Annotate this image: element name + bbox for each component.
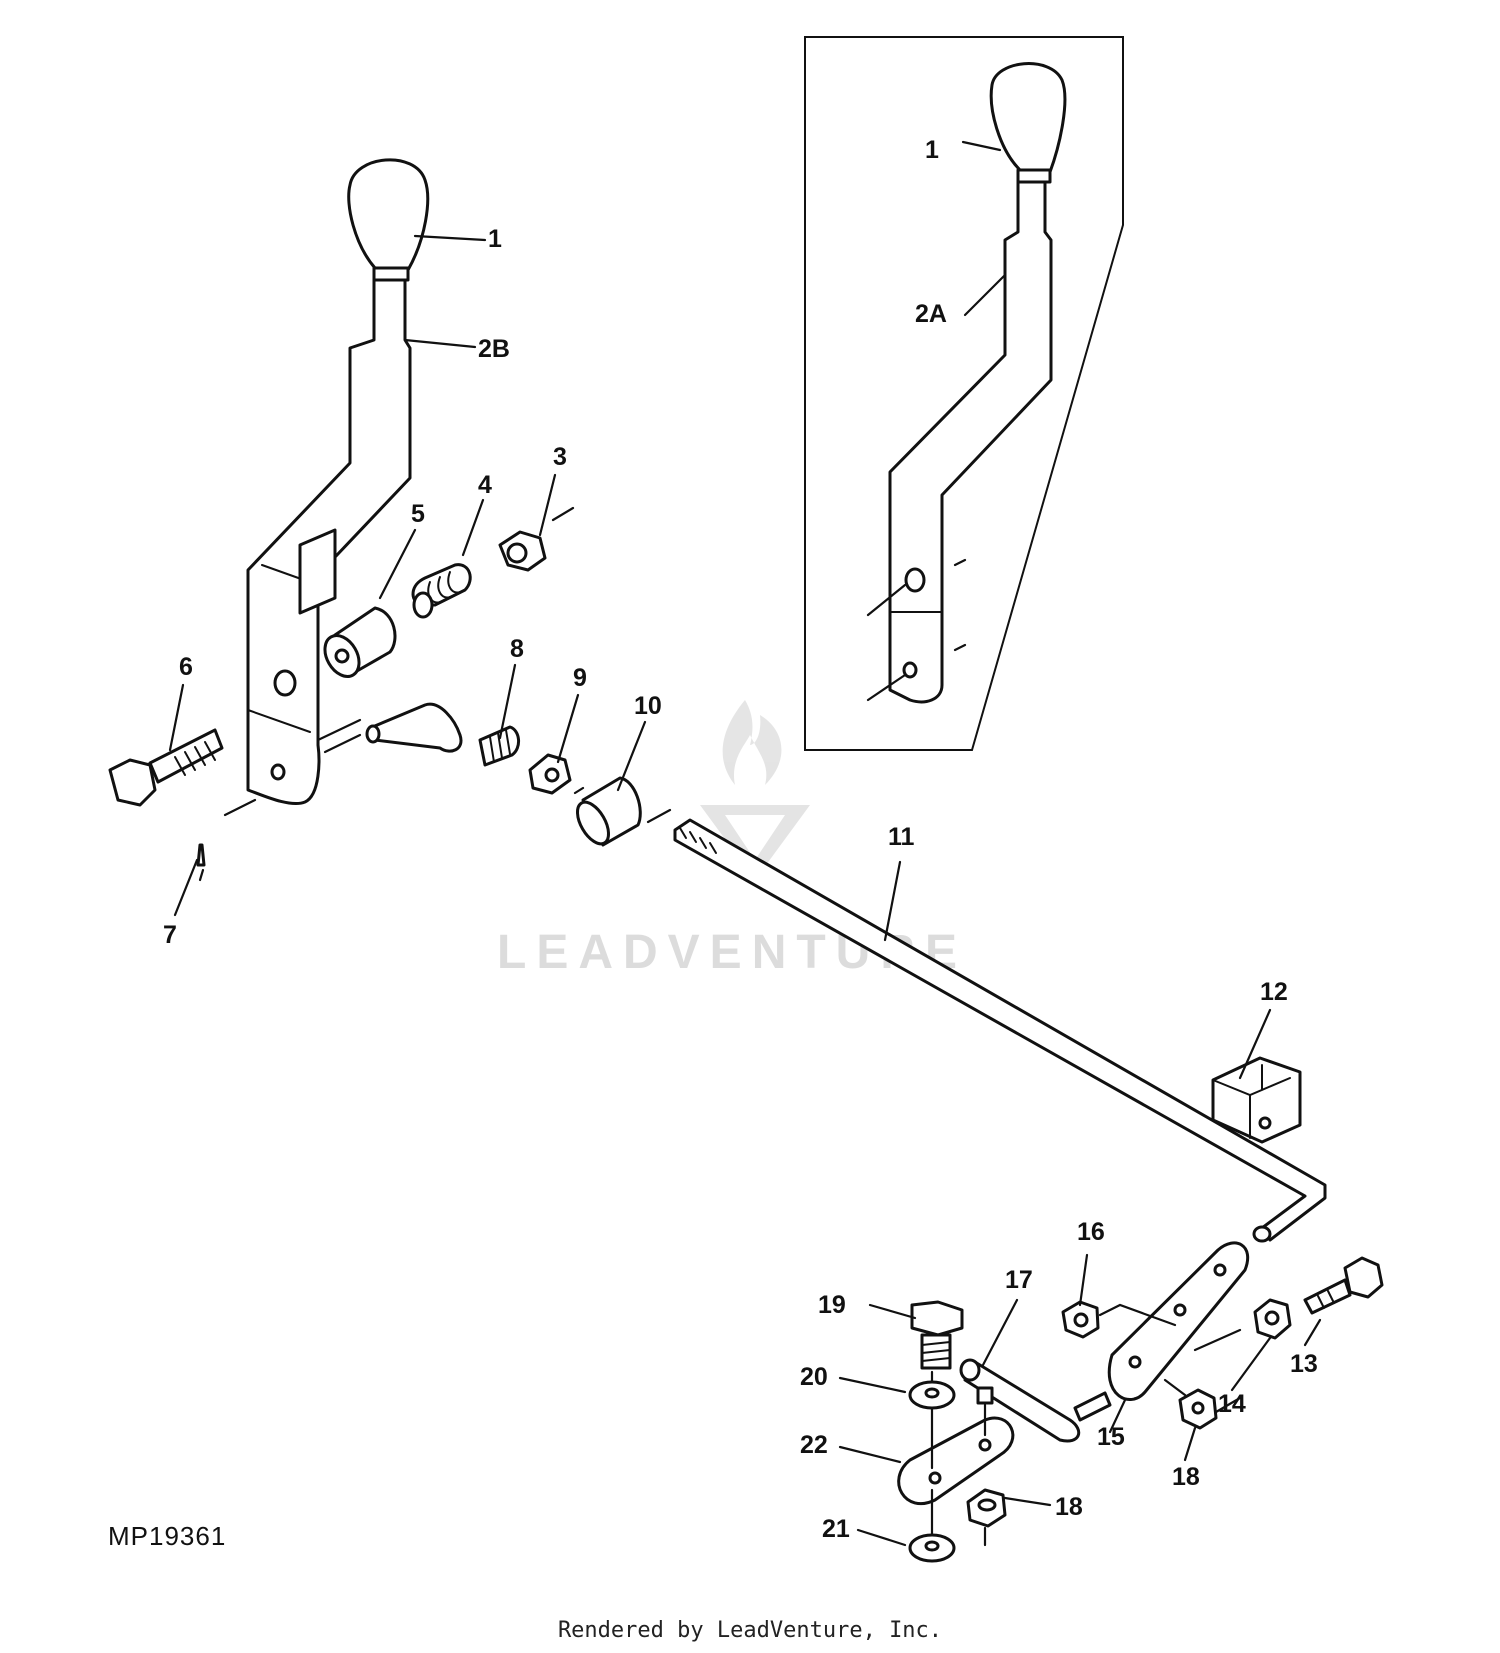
part-19-bolt <box>910 1300 964 1370</box>
callout-21: 21 <box>822 1515 850 1543</box>
lever-2A <box>888 180 1053 704</box>
part-6-bolt <box>108 728 224 807</box>
callout-16: 16 <box>1077 1218 1105 1246</box>
main-lever-assembly <box>246 158 430 805</box>
callout-2B: 2B <box>478 335 510 363</box>
knob-main <box>347 158 430 272</box>
callout-12: 12 <box>1260 978 1288 1006</box>
callout-1-inset: 1 <box>925 136 939 164</box>
part-16-nut <box>1061 1300 1100 1339</box>
inset-leader-upper <box>866 583 907 617</box>
inset-knob-collar <box>1016 168 1052 184</box>
callout-2A: 2A <box>915 300 947 328</box>
part-17-pin <box>959 1358 1112 1443</box>
part-15-link <box>1107 1241 1250 1401</box>
callout-13: 13 <box>1290 1350 1318 1378</box>
callout-18-upper: 18 <box>1172 1463 1200 1491</box>
callout-4: 4 <box>478 471 492 499</box>
callout-11: 11 <box>888 823 915 851</box>
part-21-washer <box>908 1533 956 1563</box>
lever-2B-pad <box>298 528 337 615</box>
figure-id: MP19361 <box>108 1521 226 1551</box>
knob-main-collar <box>372 266 410 282</box>
callout-10: 10 <box>634 692 662 720</box>
part-18-nut-upper <box>1178 1388 1218 1430</box>
callout-22: 22 <box>800 1431 828 1459</box>
part-10-axis <box>573 786 672 824</box>
leader-lines <box>168 140 1322 1547</box>
inset-knob <box>989 62 1067 174</box>
watermark-v-icon <box>700 805 810 880</box>
watermark-flame-icon <box>722 700 782 785</box>
part-13-bolt <box>1303 1256 1384 1315</box>
lever-2B-pivot-hole <box>273 669 297 697</box>
callout-14: 14 <box>1218 1390 1246 1418</box>
part-8-rod-end <box>365 702 520 767</box>
part-3-nut <box>498 530 547 572</box>
lever-2A-lower-hole <box>902 661 918 679</box>
callout-3: 3 <box>553 443 567 471</box>
callout-labels: 1 2A 1 2B 3 4 5 6 7 8 9 10 11 12 13 14 1… <box>163 136 1318 1543</box>
callout-20: 20 <box>800 1363 828 1391</box>
part-20-washer <box>908 1380 956 1410</box>
callout-8: 8 <box>510 635 524 663</box>
lever-2A-upper-hole <box>904 567 926 593</box>
inset-edge-ticks <box>953 558 967 652</box>
part-8-axis <box>323 733 362 754</box>
inset-alt-lever <box>804 36 1124 751</box>
part-9-nut <box>528 753 572 795</box>
callout-1-main: 1 <box>488 225 502 253</box>
callout-7: 7 <box>163 921 177 949</box>
part-3-axis <box>551 506 575 522</box>
callout-9: 9 <box>573 664 587 692</box>
callout-17: 17 <box>1005 1266 1033 1294</box>
part-22-link-plate <box>897 1416 1015 1506</box>
part-11-shift-rod <box>673 818 1327 1243</box>
part-7-axis <box>223 798 257 817</box>
part-14-nut <box>1253 1298 1292 1340</box>
callout-5: 5 <box>411 500 425 528</box>
callout-15: 15 <box>1097 1423 1125 1451</box>
lower-assembly-axes <box>930 1370 987 1547</box>
lever-2B-pin-hole <box>270 763 286 781</box>
part-4-spring <box>411 563 472 619</box>
part-5-bushing <box>323 606 397 678</box>
part-10-coupler <box>576 776 642 847</box>
part-12-bracket <box>1211 1056 1302 1144</box>
callout-6: 6 <box>179 653 193 681</box>
inset-leader-lower <box>866 673 907 702</box>
callout-18-lower: 18 <box>1055 1493 1083 1521</box>
link-assembly-axes <box>1098 1303 1242 1397</box>
footer-credit: Rendered by LeadVenture, Inc. <box>557 1618 943 1643</box>
callout-19: 19 <box>818 1291 846 1319</box>
lever-2B-tick <box>316 718 362 742</box>
inset-frame <box>804 36 1124 751</box>
part-7-pin <box>196 843 206 882</box>
part-18-nut-lower <box>966 1488 1007 1528</box>
